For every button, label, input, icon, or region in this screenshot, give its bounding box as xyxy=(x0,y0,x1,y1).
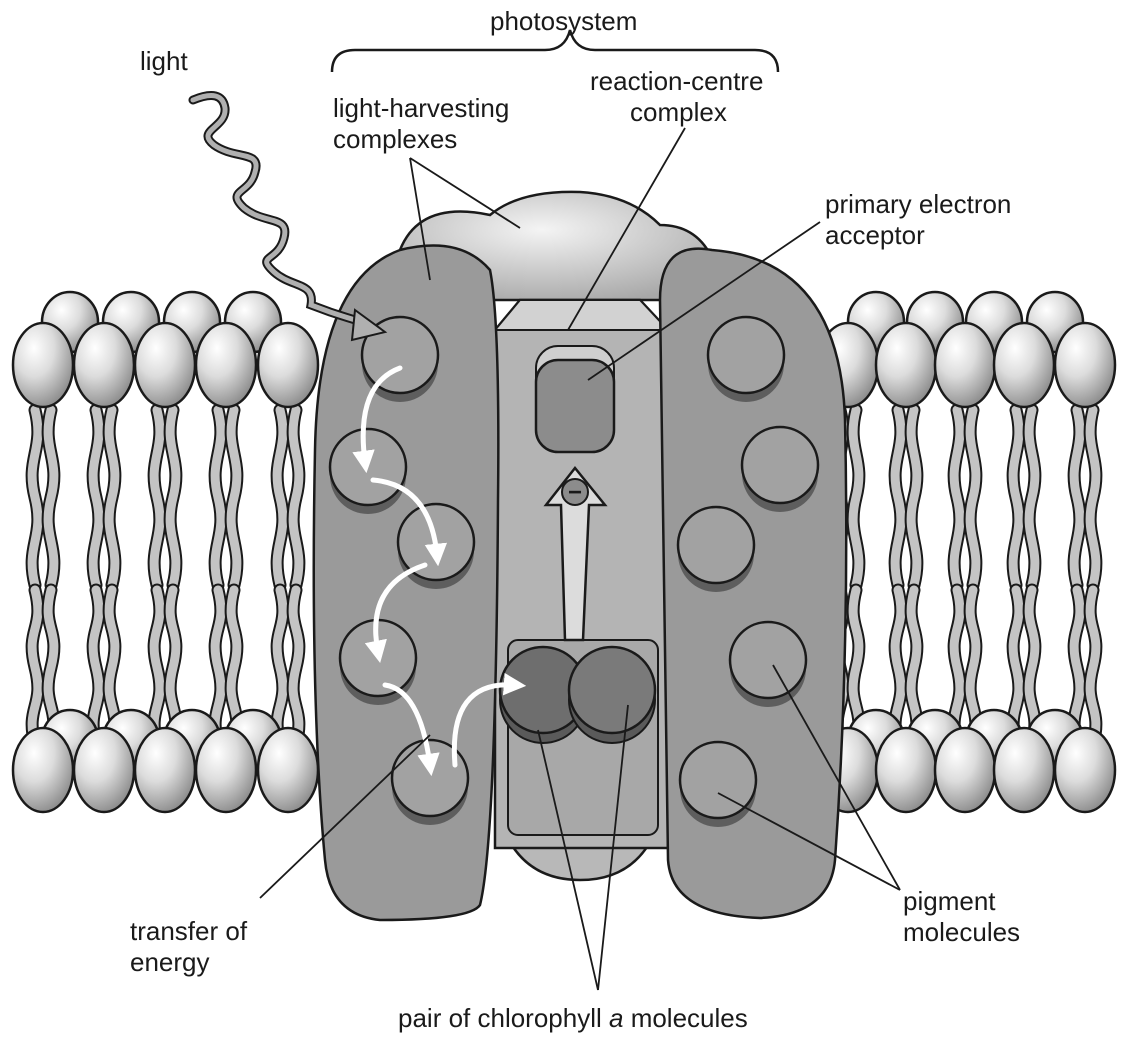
lipid-head xyxy=(258,323,318,407)
label-primary-acceptor-line1: primary electron xyxy=(825,189,1011,219)
label-photosystem: photosystem xyxy=(490,6,637,36)
lipid-head xyxy=(994,323,1054,407)
label-chlorophyll-italic: a xyxy=(609,1003,623,1033)
lipid-head xyxy=(135,728,195,812)
lipid-head xyxy=(135,323,195,407)
lipid-head xyxy=(13,323,73,407)
lipid-head xyxy=(876,728,936,812)
label-reaction-centre-line1: reaction-centre xyxy=(590,66,763,96)
lipid-head xyxy=(876,323,936,407)
label-reaction-centre-line2: complex xyxy=(630,97,727,127)
lipid-head xyxy=(196,728,256,812)
pigment-molecule xyxy=(730,622,806,698)
reaction-centre-top-face xyxy=(495,300,668,330)
lipid-head xyxy=(196,323,256,407)
pigment-molecule xyxy=(742,427,818,503)
lipid-head xyxy=(1055,323,1115,407)
label-chlorophyll-pair: pair of chlorophyll a molecules xyxy=(398,1003,748,1033)
pigment-molecule xyxy=(678,507,754,583)
lipid-head xyxy=(935,323,995,407)
pigment-molecule xyxy=(708,317,784,393)
label-light: light xyxy=(140,46,188,76)
lipid-head xyxy=(74,323,134,407)
label-light-harvesting-line2: complexes xyxy=(333,124,457,154)
lipid-head xyxy=(994,728,1054,812)
label-pigment-line1: pigment xyxy=(903,886,996,916)
primary-electron-acceptor xyxy=(536,360,614,452)
label-chlorophyll-after: molecules xyxy=(623,1003,747,1033)
label-transfer-line1: transfer of xyxy=(130,916,248,946)
electron-sign: − xyxy=(568,479,582,506)
label-chlorophyll-before: pair of chlorophyll xyxy=(398,1003,609,1033)
label-light-harvesting-line1: light-harvesting xyxy=(333,93,509,123)
lipid-head xyxy=(13,728,73,812)
lipid-head xyxy=(258,728,318,812)
lipid-head xyxy=(1055,728,1115,812)
lipid-head xyxy=(74,728,134,812)
pigment-molecule xyxy=(330,429,406,505)
label-primary-acceptor-line2: acceptor xyxy=(825,220,925,250)
label-transfer-line2: energy xyxy=(130,947,210,977)
label-pigment-line2: molecules xyxy=(903,917,1020,947)
lipid-head xyxy=(935,728,995,812)
